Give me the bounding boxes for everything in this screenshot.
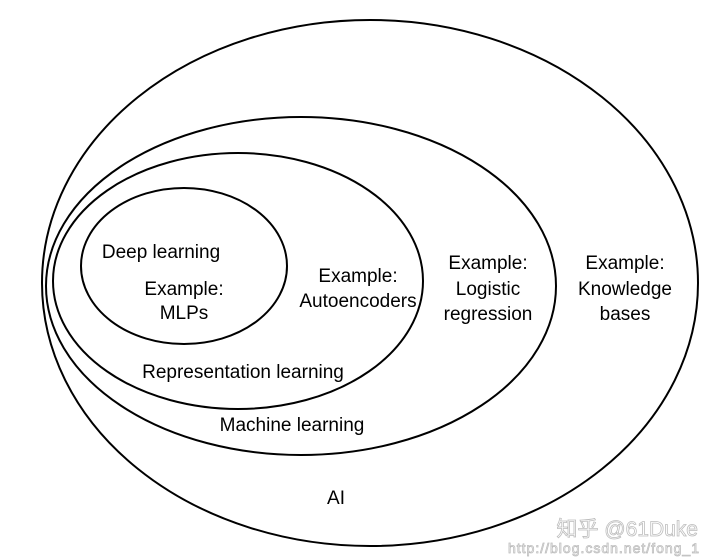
representation-learning-ellipse (52, 152, 424, 410)
deep-learning-label: Deep learning (102, 242, 220, 263)
watermark-url: http://blog.csdn.net/fong_1 (508, 540, 700, 556)
ai-label: AI (327, 488, 345, 509)
ai-example-line: bases (600, 304, 651, 325)
deep-learning-ellipse (80, 187, 288, 345)
ai-example-heading: Example: (585, 253, 664, 274)
ai-ellipse (41, 19, 699, 547)
machine-learning-example-line: regression (444, 304, 533, 325)
machine-learning-label: Machine learning (220, 415, 365, 436)
machine-learning-example-line: Logistic (456, 279, 520, 300)
deep-learning-example-heading: Example: (144, 279, 223, 300)
machine-learning-ellipse (45, 116, 557, 456)
representation-learning-label: Representation learning (142, 362, 344, 383)
deep-learning-example-line: MLPs (160, 303, 209, 324)
ai-example-line: Knowledge (578, 279, 672, 300)
representation-learning-example-line: Autoencoders (299, 291, 416, 312)
representation-learning-example-heading: Example: (318, 266, 397, 287)
watermark-brand: 知乎 @61Duke (556, 518, 698, 541)
machine-learning-example-heading: Example: (448, 253, 527, 274)
